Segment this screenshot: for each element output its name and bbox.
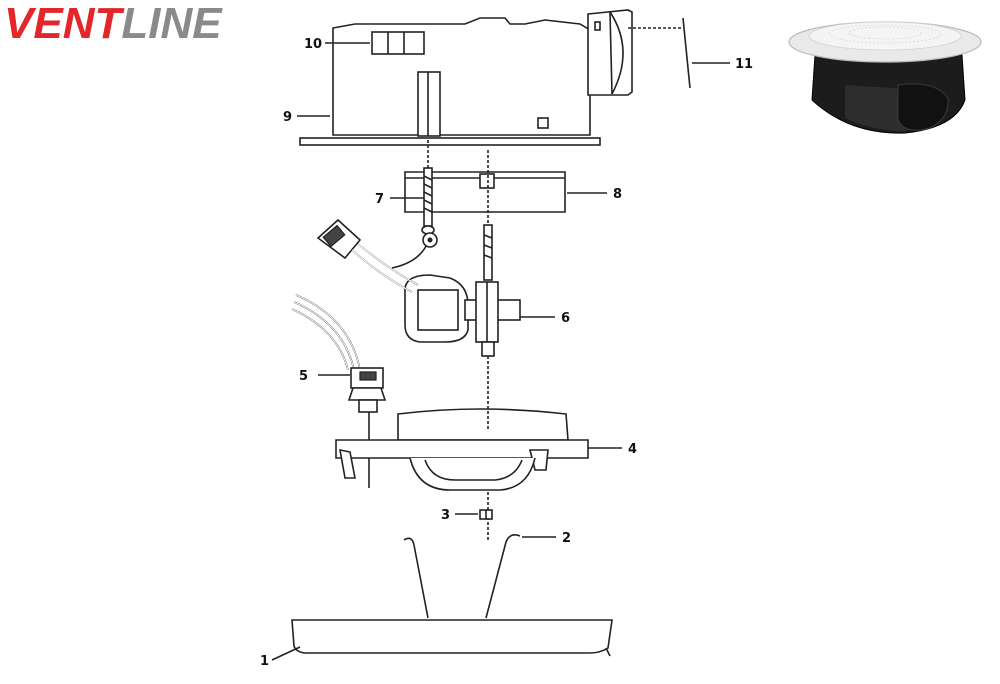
callout-2: 2: [562, 531, 571, 546]
callout-4: 4: [628, 442, 637, 457]
part-housing: [299, 9, 633, 146]
part-screw: [421, 140, 435, 235]
part-grille: [291, 619, 613, 657]
part-motor: [316, 150, 521, 357]
callout-10: 10: [304, 37, 322, 52]
callout-1: 1: [260, 654, 269, 669]
part-bracket: [404, 171, 566, 213]
logo-text-vent: VENT: [4, 0, 124, 48]
part-grille-frame: [335, 408, 589, 491]
svg-text:VENTLINE: VENTLINE: [4, 0, 223, 48]
part-connector: [291, 294, 387, 488]
callout-11: 11: [735, 57, 753, 72]
part-springs: [403, 534, 521, 619]
callout-7: 7: [375, 192, 384, 207]
part-nut: [479, 509, 493, 520]
callout-5: 5: [299, 369, 308, 384]
part-clip: [628, 17, 691, 89]
callout-leaders: [271, 42, 730, 661]
callout-8: 8: [613, 187, 622, 202]
callout-6: 6: [561, 311, 570, 326]
callout-numbers: 10 9 7 8 6 5 4 3 2 1 11: [260, 37, 753, 669]
product-photo: [788, 21, 982, 134]
callout-9: 9: [283, 110, 292, 125]
callout-3: 3: [441, 508, 450, 523]
ventline-logo: VENTLINE: [4, 0, 223, 48]
logo-text-line: LINE: [121, 0, 223, 48]
